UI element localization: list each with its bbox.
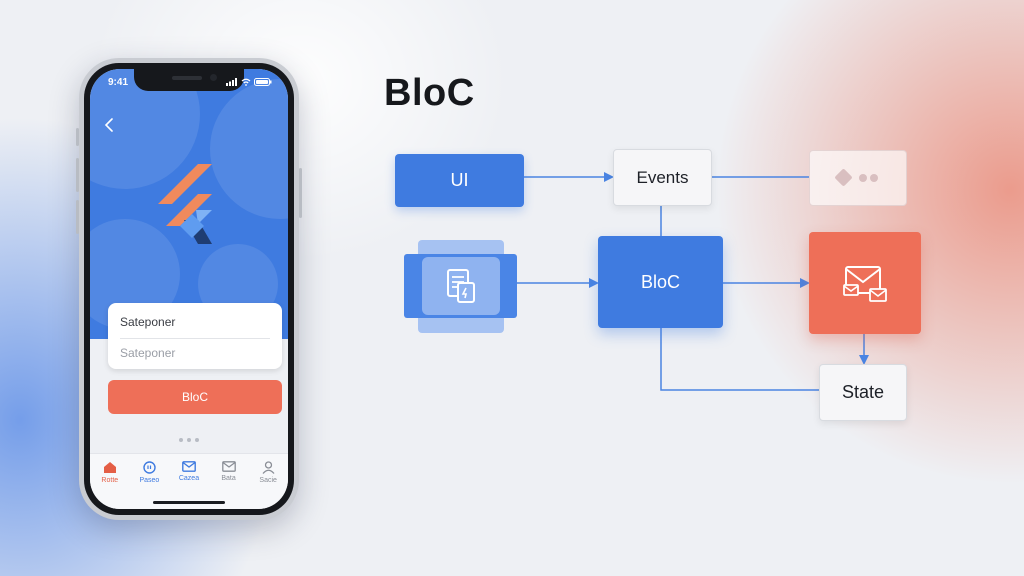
input-card: Sateponer Sateponer [108,303,282,369]
diamond-dots-icon [835,169,878,186]
tab-label: Cazea [178,475,200,482]
tab-label: Rotte [101,477,119,484]
tab-bata[interactable]: Bata [210,461,248,509]
mail-icon [182,461,196,472]
diagram-title: BloC [384,72,475,114]
tab-paseo[interactable]: Paseo [130,461,168,509]
home-indicator [153,501,225,504]
clock-icon [143,461,156,474]
tab-sacie[interactable]: Sacie [249,461,287,509]
phone-power-button [299,168,302,218]
notch [134,69,244,91]
text-field-primary[interactable]: Sateponer [120,315,176,329]
envelopes-icon [843,266,887,302]
phone-mockup: 9:41 Sateponer S [76,58,302,520]
person-icon [262,461,275,474]
battery-icon [254,78,272,86]
tab-cazea[interactable]: Cazea [170,461,208,509]
text-field-secondary[interactable]: Sateponer [120,346,176,360]
node-bloc: BloC [598,236,723,328]
tab-label: Sacie [259,477,277,484]
phone-volume-up [76,158,79,192]
page-indicator [179,438,199,442]
node-ui: UI [395,154,524,207]
tab-label: Paseo [139,477,160,484]
node-messages [809,232,921,334]
phone-screen: 9:41 Sateponer S [90,69,288,509]
node-events: Events [613,149,712,206]
back-icon[interactable] [104,117,114,138]
bloc-button[interactable]: BloC [108,380,282,414]
node-faded [809,150,907,206]
tab-label: Bata [221,475,236,482]
status-time: 9:41 [108,77,129,88]
node-state: State [819,364,907,421]
line-bloc-to-state [660,328,819,391]
signal-icon [226,78,237,86]
document-icon [447,269,475,303]
bottom-tab-bar: Rotte Paseo Cazea Bata Sacie [90,453,288,509]
wifi-icon [241,78,251,86]
node-documents [404,240,517,333]
phone-volume-down [76,200,79,234]
tab-rotte[interactable]: Rotte [91,461,129,509]
flutter-logo-icon [158,164,222,251]
phone-silent-switch [76,128,79,146]
envelope-icon [221,461,236,472]
home-icon [103,462,116,473]
status-icons [226,78,272,86]
field-divider [120,338,270,339]
